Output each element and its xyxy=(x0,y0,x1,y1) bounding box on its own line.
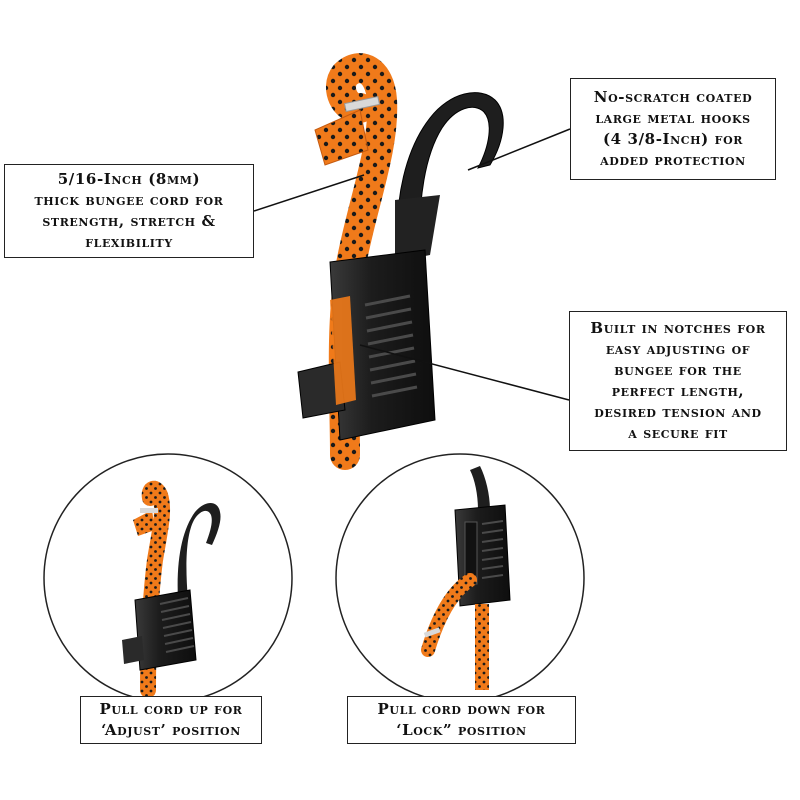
callout-notches-spec: Built in notches for easy adjusting of b… xyxy=(569,311,787,451)
callout-cord-line-4: flexibility xyxy=(85,233,173,251)
leader-line-cord xyxy=(253,174,365,212)
adjust-flange xyxy=(122,636,144,664)
leader-line-notches xyxy=(359,344,570,401)
lock-cord-loose xyxy=(421,573,477,657)
callout-adjust-position: Pull cord up for ‘Adjust’ position xyxy=(80,696,262,744)
adjust-hook xyxy=(177,503,221,600)
lock-hook-stem xyxy=(470,466,490,510)
adjust-notches xyxy=(159,597,195,653)
callout-lock-position: Pull cord down for ‘Lock” position xyxy=(347,696,576,744)
lock-band xyxy=(423,627,441,638)
callout-notches-line-3: bungee for the xyxy=(614,361,742,379)
callout-hooks-line-3: (4 3/8-Inch) for xyxy=(602,130,743,148)
leader-lines xyxy=(253,128,571,401)
callout-adjust-line-2: ‘Adjust’ position xyxy=(101,721,241,739)
callout-hooks-line-4: added protection xyxy=(600,151,746,169)
callout-notches-line-5: desired tension and xyxy=(594,403,762,421)
metal-band xyxy=(343,95,381,113)
callout-cord-line-2: thick bungee cord for xyxy=(34,191,224,209)
callout-cord-line-3: strength, stretch & xyxy=(42,212,216,230)
main-product-image xyxy=(297,53,504,470)
callout-lock-line-1: Pull cord down for xyxy=(377,700,546,718)
adjust-cord-end xyxy=(133,510,155,536)
hook-stem xyxy=(395,195,440,262)
callout-lock-line-2: ‘Lock” position xyxy=(396,721,527,739)
callout-notches-line-1: Built in notches for xyxy=(590,319,766,337)
callout-cord-spec: 5/16-Inch (8mm) thick bungee cord for st… xyxy=(4,164,254,258)
metal-hook xyxy=(397,92,504,251)
adjuster-slot xyxy=(330,296,356,405)
lock-position-image xyxy=(335,453,585,703)
callout-notches-line-2: easy adjusting of xyxy=(605,340,751,358)
callout-notches-line-4: perfect length, xyxy=(611,382,745,400)
callout-hooks-line-1: No-scratch coated xyxy=(593,88,753,106)
callout-notches-line-6: a secure fit xyxy=(628,424,728,442)
callout-hooks-line-2: large metal hooks xyxy=(595,109,751,127)
lock-notches xyxy=(481,520,504,579)
callout-hooks-spec: No-scratch coated large metal hooks (4 3… xyxy=(570,78,776,180)
adjust-band xyxy=(140,508,158,513)
adjust-position-image xyxy=(43,453,293,703)
cord-end xyxy=(314,109,369,166)
callout-adjust-line-1: Pull cord up for xyxy=(99,700,243,718)
leader-line-hooks xyxy=(467,128,571,171)
adjuster-notches xyxy=(364,294,418,398)
adjuster-flange xyxy=(297,361,346,419)
callout-cord-line-1: 5/16-Inch (8mm) xyxy=(57,170,201,188)
